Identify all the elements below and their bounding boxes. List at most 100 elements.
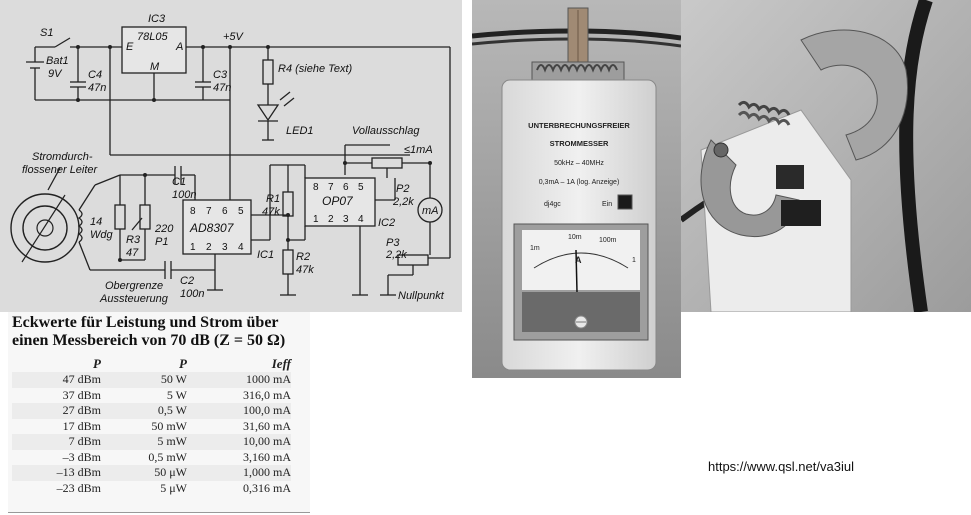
scale-label-100m: 100m <box>599 237 617 244</box>
cell-dbm: 47 dBm <box>12 372 101 388</box>
c4-label: C4 <box>88 69 102 81</box>
c3-value: 47n <box>213 82 231 94</box>
op-pin-bottom-4: 4 <box>358 214 364 225</box>
p1-label: P1 <box>155 236 168 248</box>
scale-label-1: 1 <box>632 257 636 264</box>
cell-current: 10,00 mA <box>187 434 291 450</box>
p3-value: 2,2k <box>385 249 407 261</box>
led-label: LED1 <box>286 125 314 137</box>
device-range: 0,3mA – 1A (log. Anzeige) <box>539 179 620 186</box>
upper-limit-2: Aussteuerung <box>99 293 169 305</box>
ad-part: AD8307 <box>189 221 235 235</box>
ad-pin-top-5: 5 <box>238 206 244 217</box>
scale-unit: A <box>575 255 582 265</box>
p1-value: 220 <box>154 223 174 235</box>
cell-current: 1000 mA <box>187 372 291 388</box>
ad-pin-top-6: 6 <box>222 206 228 217</box>
op-label: IC2 <box>378 217 395 229</box>
r1-label: R1 <box>266 193 280 205</box>
op-pin-bottom-3: 3 <box>343 214 349 225</box>
power-led-button[interactable] <box>617 194 633 210</box>
cell-dbm: –23 dBm <box>56 480 101 495</box>
cell-watt: 5 W <box>166 387 187 402</box>
cell-watt: 5 mW <box>101 434 187 450</box>
r2-value: 47k <box>296 264 314 276</box>
cell-current: 100,0 mA <box>187 403 291 419</box>
op-pin-bottom-1: 1 <box>313 214 319 225</box>
op-pin-top-8: 8 <box>313 182 319 193</box>
power-current-table: Eckwerte für Leistung und Strom über ein… <box>8 312 310 513</box>
op-part: OP07 <box>322 194 354 208</box>
cell-dbm: 7 dBm <box>12 434 101 450</box>
header-power-watt: P <box>179 356 187 371</box>
power-label: Ein <box>602 201 612 208</box>
ic3-pin-a: A <box>175 41 183 53</box>
c4-value: 47n <box>88 82 106 94</box>
zero-label: Nullpunkt <box>398 290 445 302</box>
c1-label: C1 <box>172 176 186 188</box>
header-power-dbm: P <box>93 356 101 371</box>
r3-value: 47 <box>126 247 139 259</box>
ic3-label: IC3 <box>148 13 166 25</box>
source-url-link[interactable]: https://www.qsl.net/va3iul <box>708 459 854 474</box>
cell-dbm: –3 dBm <box>62 449 101 464</box>
toroid-unit: Wdg <box>90 229 114 241</box>
r4-label: R4 (siehe Text) <box>278 63 353 75</box>
ad-pin-bottom-4: 4 <box>238 242 244 253</box>
bat-voltage: 9V <box>48 68 63 80</box>
p2-label: P2 <box>396 183 409 195</box>
bat-label: Bat1 <box>46 55 69 67</box>
c3-label: C3 <box>213 69 228 81</box>
table-header-row: P P Ieff <box>12 356 291 372</box>
r2-label: R2 <box>296 251 310 263</box>
upper-limit-1: Obergrenze <box>105 280 163 292</box>
c2-label: C2 <box>180 275 194 287</box>
cell-current: 31,60 mA <box>243 418 291 433</box>
ic3-pin-e: E <box>126 41 134 53</box>
c2-value: 100n <box>180 288 204 300</box>
cell-current: 316,0 mA <box>243 387 291 402</box>
op-pin-bottom-2: 2 <box>328 214 334 225</box>
cell-current: 0,316 mA <box>243 480 291 495</box>
cell-dbm: 27 dBm <box>12 403 101 419</box>
table-row: 37 dBm 5 W 316,0 mA <box>12 388 291 404</box>
supply-label: +5V <box>223 31 245 43</box>
cell-watt: 0,5 mW <box>148 449 187 464</box>
ad-pin-bottom-2: 2 <box>206 242 212 253</box>
ad-pin-bottom-3: 3 <box>222 242 228 253</box>
ad-label: IC1 <box>257 249 274 261</box>
scale-label-1m: 1m <box>530 245 540 252</box>
s1-label: S1 <box>40 27 53 39</box>
conductor-label-1: Stromdurch- <box>32 151 93 163</box>
conductor-label-2: flossener Leiter <box>22 164 99 176</box>
cell-watt: 50 mW <box>151 418 187 433</box>
device-callsign: dj4gc <box>544 201 561 208</box>
c1-value: 100n <box>172 189 196 201</box>
scale-label-10m: 10m <box>568 234 582 241</box>
meter-label: mA <box>422 205 439 217</box>
ic3-part: 78L05 <box>137 31 168 43</box>
ad-pin-top-8: 8 <box>190 206 196 217</box>
op-pin-top-7: 7 <box>328 182 334 193</box>
cell-watt: 50 W <box>101 372 187 388</box>
toroid-turns: 14 <box>90 216 102 228</box>
ad-pin-top-7: 7 <box>206 206 212 217</box>
cell-watt: 0,5 W <box>101 403 187 419</box>
device-title-1: UNTERBRECHUNGSFREIER <box>528 121 630 130</box>
device-freq: 50kHz – 40MHz <box>554 160 604 167</box>
r1-value: 47k <box>262 206 280 218</box>
ic3-pin-m: M <box>150 61 160 73</box>
r3-label: R3 <box>126 234 141 246</box>
cell-dbm: 37 dBm <box>62 387 101 402</box>
clamp-closeup-photo <box>681 0 971 312</box>
cell-current: 3,160 mA <box>243 449 291 464</box>
p3-label: P3 <box>386 237 400 249</box>
device-photo: UNTERBRECHUNGSFREIER STROMMESSER 50kHz –… <box>472 0 681 378</box>
